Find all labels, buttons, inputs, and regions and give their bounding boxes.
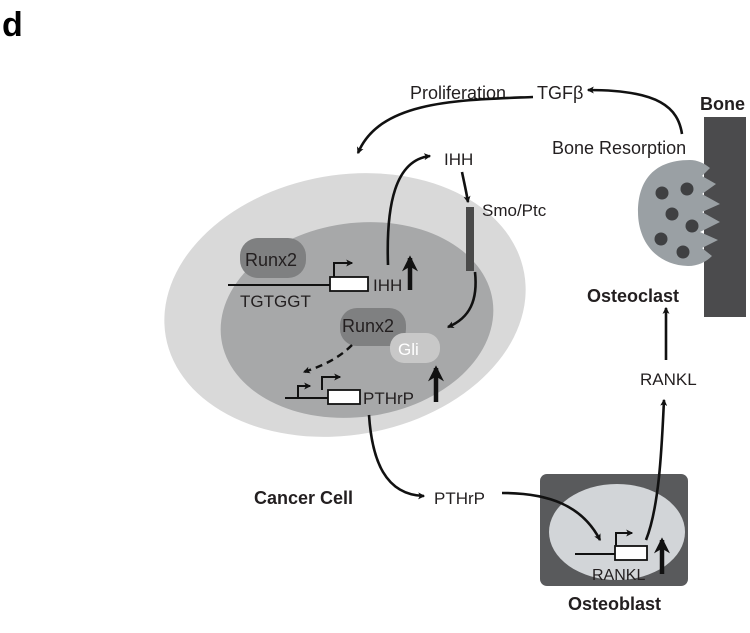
pthrp-gene-box	[327, 389, 361, 405]
osteoclast-nucleus	[655, 186, 669, 200]
gli-to-pthrp-dashed-arrow	[302, 344, 353, 374]
rankl-gene-label: RANKL	[592, 567, 645, 584]
bone-resorption-label: Bone Resorption	[552, 138, 686, 158]
pthrp-to-osteoblast-arrow	[501, 491, 602, 542]
proliferation-label: Proliferation	[410, 83, 506, 103]
runx2-lower-label: Runx2	[342, 316, 394, 336]
tgtggt-label: TGTGGT	[240, 292, 311, 311]
tgfb-label: TGFβ	[537, 83, 583, 103]
rankl-tss-arrow	[615, 529, 634, 546]
smo-ptc-receptor	[466, 207, 474, 271]
osteoclast-nucleus	[665, 207, 679, 221]
panel-label: d	[2, 6, 23, 44]
gli-label: Gli	[398, 340, 419, 359]
bone-label: Bone	[700, 94, 745, 114]
ihh-out-arrow	[386, 153, 432, 266]
ihh-secreted-label: IHH	[444, 150, 473, 169]
osteoclast-nucleus	[680, 182, 694, 196]
runx2-upper-label: Runx2	[245, 250, 297, 270]
smo-ptc-label: Smo/Ptc	[482, 201, 547, 220]
osteoclast-nucleus	[685, 219, 699, 233]
cancer-cell-label: Cancer Cell	[254, 488, 353, 508]
osteoclast-nucleus	[654, 232, 668, 246]
osteoblast-label: Osteoblast	[568, 594, 661, 614]
pthrp-second-tss-arrow	[297, 382, 312, 398]
pthrp-out-arrow	[367, 414, 426, 500]
pthrp-gene-label: PTHrP	[363, 389, 414, 408]
ihh-gene-label: IHH	[373, 276, 402, 295]
proliferation-arrow	[356, 95, 534, 155]
gli-blob	[390, 333, 440, 363]
ihh-tss-arrow	[333, 259, 354, 277]
rankl-secreted-label: RANKL	[640, 370, 697, 389]
ihh-gene-box	[329, 276, 369, 292]
osteoblast-rankl-out-arrow	[644, 398, 668, 541]
runx2-upper-blob	[240, 238, 306, 278]
rankl-gene-box	[614, 545, 648, 561]
osteoclast-nucleus	[676, 245, 690, 259]
pthrp-secreted-label: PTHrP	[434, 489, 485, 508]
ihh-to-receptor-arrow	[460, 171, 471, 204]
runx2-lower-blob	[340, 308, 406, 346]
resorption-to-tgfb-arrow	[586, 86, 684, 135]
osteoclast-label: Osteoclast	[587, 286, 679, 306]
receptor-to-runx2-gli-arrow	[446, 271, 477, 329]
pthrp-tss-arrow	[321, 373, 342, 390]
